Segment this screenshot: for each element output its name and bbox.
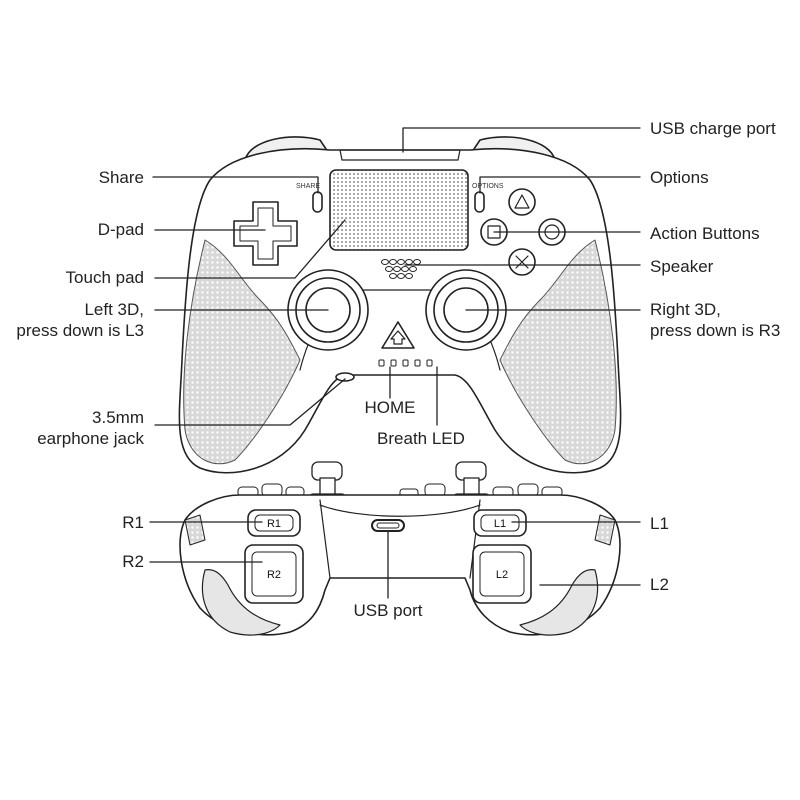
front-leader-lines <box>152 127 641 426</box>
touch-pad <box>329 169 469 251</box>
left-grip-texture <box>183 239 301 465</box>
l1-label: L1 <box>650 514 669 533</box>
speaker-label: Speaker <box>650 257 714 276</box>
breath-leds <box>378 359 433 367</box>
usb-port-label: USB port <box>353 601 423 620</box>
l2-label: L2 <box>650 575 669 594</box>
right-grip-texture <box>499 239 617 465</box>
l1-button-label: L1 <box>494 518 506 530</box>
r2-label: R2 <box>122 552 144 571</box>
r1-label: R1 <box>122 513 144 532</box>
d-pad <box>233 201 298 266</box>
home-label: HOME <box>364 398 416 417</box>
right-grip-side <box>519 569 599 636</box>
l1-button <box>473 509 527 537</box>
home-button <box>381 321 415 349</box>
r1-button-label: R1 <box>267 518 281 530</box>
touch-pad-label: Touch pad <box>65 268 144 287</box>
usb-charge-port-label: USB charge port <box>650 119 776 138</box>
left-grip-side <box>201 569 281 636</box>
speaker-grille <box>381 259 421 279</box>
top-view <box>179 461 621 636</box>
l2-button <box>472 544 532 604</box>
action-buttons-label: Action Buttons <box>650 224 760 243</box>
earphone-jack-label: 3.5mm earphone jack <box>37 408 144 448</box>
r2-button <box>244 544 304 604</box>
share-printed-label: SHARE <box>296 183 320 190</box>
share-label: Share <box>98 168 144 187</box>
left-3d-label: Left 3D, press down is L3 <box>16 300 144 340</box>
breath-led-label: Breath LED <box>377 429 465 448</box>
options-label: Options <box>650 168 709 187</box>
triangle-button <box>508 188 536 216</box>
r2-button-label: R2 <box>267 569 281 581</box>
options-printed-label: OPTIONS <box>472 183 504 190</box>
top-leader-lines <box>149 521 641 599</box>
right-3d-label: Right 3D, press down is R3 <box>650 300 781 340</box>
d-pad-label: D-pad <box>97 220 144 239</box>
l2-button-label: L2 <box>496 569 508 581</box>
share-button <box>312 191 323 213</box>
options-button <box>474 191 485 213</box>
usb-charge-port-top <box>339 149 461 161</box>
earphone-jack <box>335 372 355 382</box>
r1-button <box>247 509 301 537</box>
front-view <box>178 136 622 474</box>
